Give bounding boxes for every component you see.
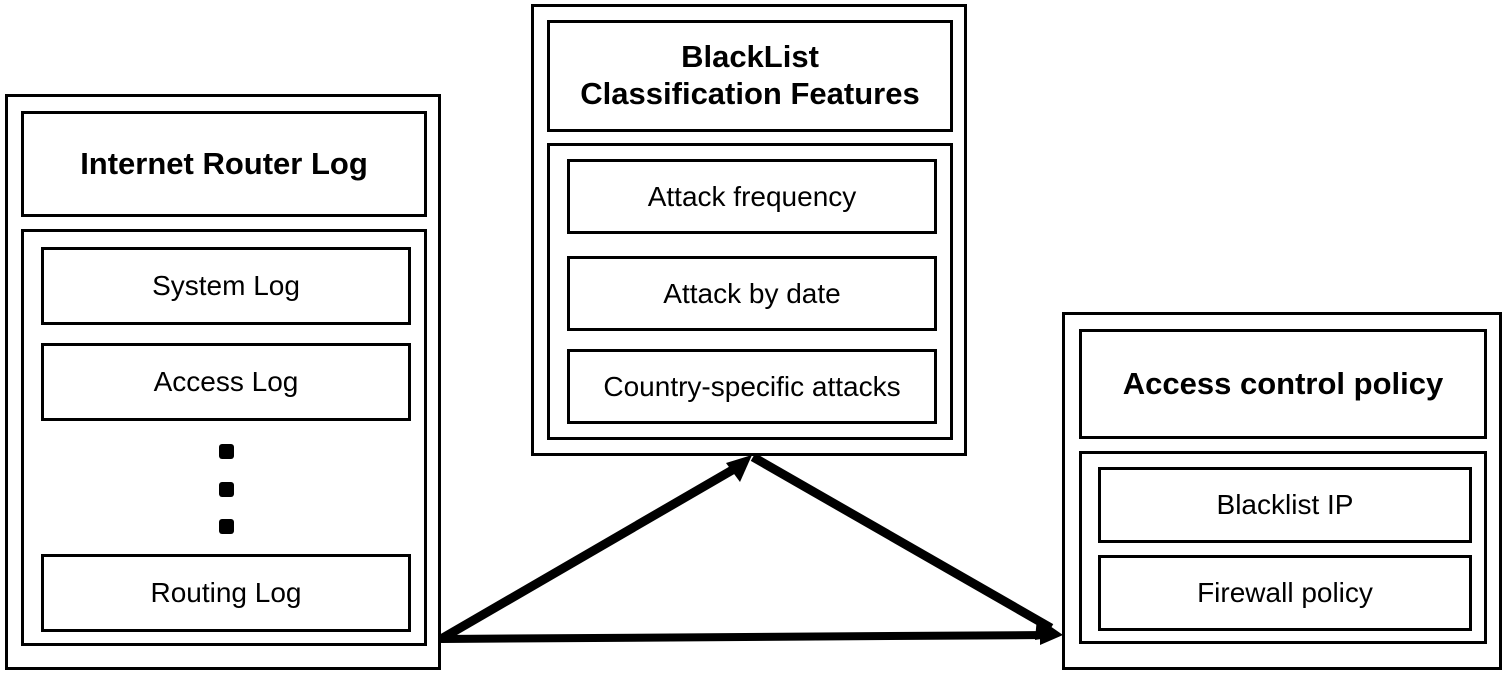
ellipsis-dot [218,519,234,534]
item-country-specific-attacks: Country-specific attacks [567,349,937,424]
blacklist-to-access-arrow [750,453,1063,640]
arrow-right-icon [1040,626,1063,645]
blacklist-title-line-2: Classification Features [580,76,920,111]
item-routing-log: Routing Log [41,554,411,632]
panel-body-blacklist-classification-features: Attack frequency Attack by date Country-… [547,143,953,440]
item-blacklist-ip: Blacklist IP [1098,467,1472,543]
router-to-blacklist-arrow [438,455,752,643]
panel-body-internet-router-log: System Log Access Log Routing Log [21,229,427,646]
panel-body-access-control-policy: Blacklist IP Firewall policy [1079,451,1487,644]
blacklist-title-line-1: BlackList [681,39,819,75]
item-attack-frequency: Attack frequency [567,159,937,234]
panel-blacklist-classification-features: BlackList Classification Features Attack… [531,4,967,456]
panel-access-control-policy: Access control policy Blacklist IP Firew… [1062,312,1502,670]
arrow-up-right-icon [726,455,752,482]
item-access-log: Access Log [41,343,411,421]
item-attack-by-date: Attack by date [567,256,937,331]
panel-title-internet-router-log: Internet Router Log [21,111,427,217]
item-firewall-policy: Firewall policy [1098,555,1472,631]
panel-internet-router-log: Internet Router Log System Log Access Lo… [5,94,441,670]
router-to-access-arrow [440,626,1063,645]
item-system-log: System Log [41,247,411,325]
ellipsis-dot [218,481,234,497]
panel-title-access-control-policy: Access control policy [1079,329,1487,439]
arrow-down-right-icon [1035,617,1063,640]
ellipsis-dot [218,444,234,459]
vertical-ellipsis-icon [210,444,242,534]
panel-title-blacklist-classification-features: BlackList Classification Features [547,20,953,132]
